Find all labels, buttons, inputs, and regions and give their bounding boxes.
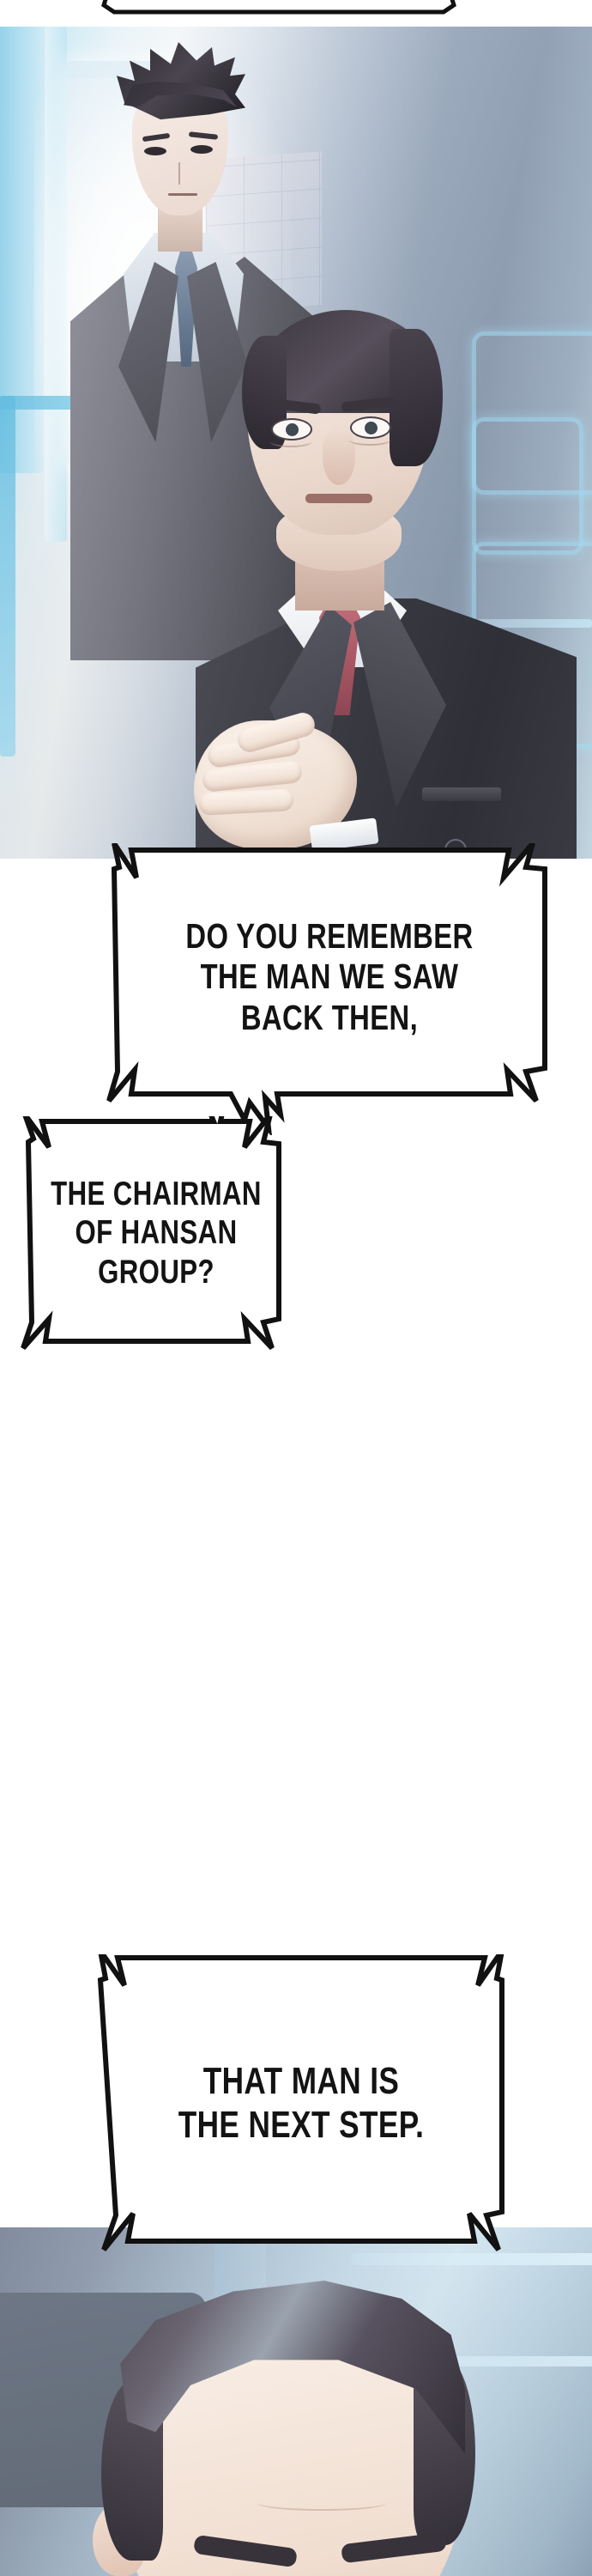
speech-bubble-chairman-of-hansan: THE CHAIRMAN OF HANSAN GROUP? [11, 1116, 301, 1350]
eye [144, 147, 166, 155]
suit-pocket [422, 787, 501, 801]
pupil [365, 422, 378, 434]
forehead-wrinkle [257, 2495, 386, 2511]
mouth [168, 193, 197, 196]
background-equipment-outline [472, 331, 592, 495]
background-equipment-outline [472, 417, 583, 555]
background-shelf [352, 2253, 592, 2265]
bubble-text: THAT MAN IS THE NEXT STEP. [178, 2059, 425, 2146]
bubble-text: DO YOU REMEMBER THE MAN WE SAW BACK THEN… [185, 915, 474, 1037]
mouth [305, 494, 372, 503]
speech-bubble-next-step: THAT MAN IS THE NEXT STEP. [83, 1954, 519, 2251]
panel-office-interior [0, 27, 592, 859]
nose [323, 428, 355, 485]
character-seated-older-man [194, 310, 580, 859]
hair-side [390, 329, 443, 466]
panel-chairman-closeup [0, 2227, 592, 2576]
speech-bubble-cut-off [97, 0, 461, 29]
eye-bag [348, 434, 391, 446]
pupil [286, 423, 299, 436]
background-rail [0, 396, 15, 756]
eye-bag [269, 435, 312, 447]
eye [190, 145, 213, 154]
speech-bubble-do-you-remember: DO YOU REMEMBER THE MAN WE SAW BACK THEN… [97, 843, 562, 1135]
bubble-text: THE CHAIRMAN OF HANSAN GROUP? [51, 1176, 262, 1291]
nose [178, 162, 180, 185]
